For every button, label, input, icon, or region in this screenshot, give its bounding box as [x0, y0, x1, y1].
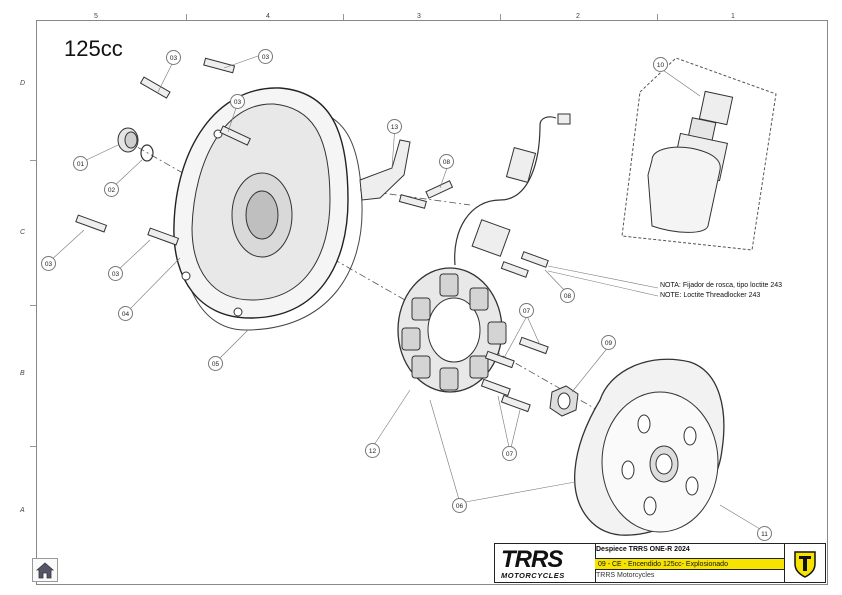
- row-letter: A: [20, 507, 25, 514]
- column-number: 5: [94, 13, 98, 20]
- row-letter: B: [20, 370, 25, 377]
- border-tick: [30, 446, 36, 447]
- callout-03: 03: [41, 256, 56, 271]
- part-name: 09 - CE - Encendido 125cc- Explosionado: [595, 558, 785, 570]
- company-name: TRRS Motorcycles: [596, 572, 655, 579]
- threadlocker-note: NOTA: Fijador de rosca, tipo loctite 243…: [660, 281, 782, 301]
- callout-03: 03: [230, 94, 245, 109]
- callout-11: 11: [757, 526, 772, 541]
- brand-shield-icon: [784, 544, 825, 582]
- tool-dashed-outline: [621, 57, 777, 251]
- callout-10: 10: [653, 57, 668, 72]
- callout-09: 09: [601, 335, 616, 350]
- callout-03: 03: [108, 266, 123, 281]
- callout-02: 02: [104, 182, 119, 197]
- border-tick: [30, 160, 36, 161]
- column-number: 4: [266, 13, 270, 20]
- title-block: TRRS MOTORCYCLES Despiece TRRS ONE-R 202…: [494, 543, 826, 583]
- model-label: 125cc: [64, 36, 123, 61]
- pickup-coil: [471, 219, 511, 257]
- border-tick: [657, 14, 658, 20]
- note-es: NOTA: Fijador de rosca, tipo loctite 243: [660, 282, 783, 289]
- column-number: 3: [417, 13, 421, 20]
- o-ring: [140, 144, 154, 162]
- bolt-03: [75, 57, 251, 246]
- logo-text: TRRS: [501, 546, 563, 573]
- note-en: NOTE: Loctite Threadlocker 243: [660, 292, 761, 299]
- border-tick: [186, 14, 187, 20]
- column-number: 1: [731, 13, 735, 20]
- column-number: 2: [576, 13, 580, 20]
- flywheel: [574, 358, 725, 536]
- leader-lines: [48, 55, 766, 533]
- row-letter: C: [20, 229, 26, 236]
- cable-bracket: [359, 139, 411, 201]
- callout-13: 13: [387, 119, 402, 134]
- row-letter: D: [20, 80, 26, 87]
- callout-08: 08: [439, 154, 454, 169]
- flywheel-puller: [647, 90, 734, 233]
- callout-12: 12: [365, 443, 380, 458]
- callout-04: 04: [118, 306, 133, 321]
- callout-03: 03: [166, 50, 181, 65]
- callout-07: 07: [519, 303, 534, 318]
- callout-08: 08: [560, 288, 575, 303]
- pickup-cable: [454, 116, 557, 266]
- border-tick: [343, 14, 344, 20]
- bolt-08: [398, 180, 549, 278]
- brand-logo: TRRS MOTORCYCLES: [495, 544, 596, 582]
- stator: [397, 267, 507, 393]
- callout-06: 06: [452, 498, 467, 513]
- home-button[interactable]: [32, 558, 58, 582]
- drawing-frame: [36, 20, 828, 585]
- callout-05: 05: [208, 356, 223, 371]
- cable-grommet: [505, 147, 537, 183]
- callout-07: 07: [502, 446, 517, 461]
- home-icon: [35, 562, 55, 579]
- callout-01: 01: [73, 156, 88, 171]
- callout-03: 03: [258, 49, 273, 64]
- document-title: Despiece TRRS ONE-R 2024: [596, 546, 690, 553]
- border-tick: [30, 305, 36, 306]
- bolt-07: [480, 336, 549, 413]
- logo-subtext: MOTORCYCLES: [501, 571, 565, 580]
- border-tick: [500, 14, 501, 20]
